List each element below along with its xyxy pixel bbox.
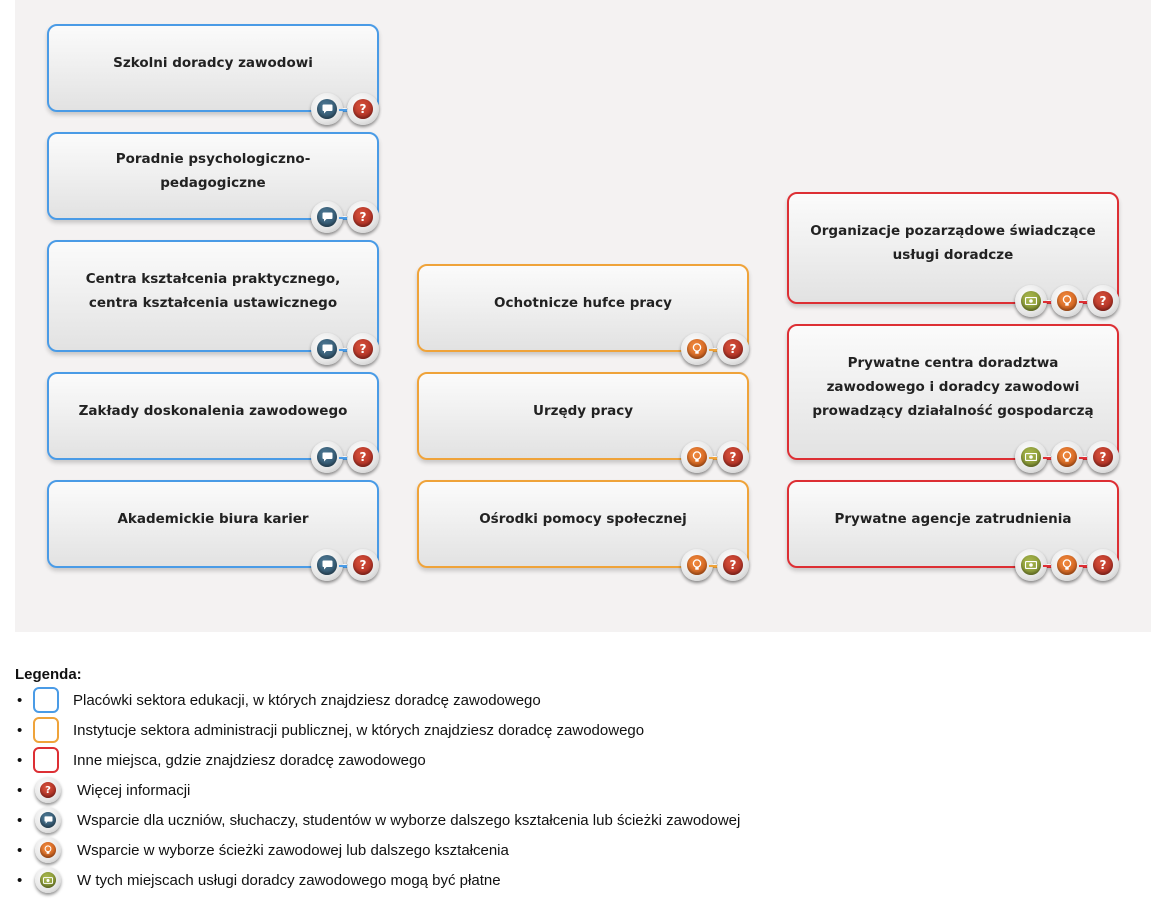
box-icons: ? <box>309 92 379 126</box>
question-icon[interactable]: ? <box>709 441 749 473</box>
legend-title: Legenda: <box>15 666 82 683</box>
icon-connector <box>1079 301 1087 303</box>
legend-text: W tych miejscach usługi doradcy zawodowe… <box>77 871 501 889</box>
box-icons: ? <box>309 332 379 366</box>
question-icon[interactable]: ? <box>339 201 379 233</box>
box-label: Ośrodki pomocy społecznej <box>479 511 687 527</box>
box-label: Zakłady doskonalenia zawodowego <box>78 403 348 419</box>
box-label: Centra kształcenia praktycznego, centra … <box>85 271 341 311</box>
box-label: Akademickie biura karier <box>117 511 309 527</box>
question-icon[interactable]: ? <box>709 333 749 365</box>
box-label: Poradnie psychologiczno-pedagogiczne <box>115 151 311 191</box>
legend-text: Więcej informacji <box>77 781 191 799</box>
box-label: Urzędy pracy <box>532 403 634 419</box>
question-icon[interactable]: ? <box>1079 549 1119 581</box>
box-label: Szkolni doradcy zawodowi <box>113 55 313 71</box>
box-icons: ? <box>309 440 379 474</box>
box-icons: ? <box>309 200 379 234</box>
box-zaklady-doskonalenia[interactable]: Zakłady doskonalenia zawodowego ? <box>47 372 379 473</box>
legend-text: Instytucje sektora administracji publicz… <box>73 721 645 739</box>
legend-item-student-support: Wsparcie dla uczniów, słuchaczy, student… <box>15 805 740 835</box>
legend-text: Inne miejsca, gdzie znajdziesz doradcę z… <box>73 751 426 769</box>
legend-text: Wsparcie dla uczniów, słuchaczy, student… <box>77 811 741 829</box>
legend-item-education: Placówki sektora edukacji, w których zna… <box>15 685 740 715</box>
legend-item-career-support: Wsparcie w wyborze ścieżki zawodowej lub… <box>15 835 740 865</box>
money-icon[interactable] <box>1015 441 1047 473</box>
question-icon: ? <box>35 777 61 803</box>
icon-connector <box>339 349 347 351</box>
lightbulb-icon[interactable] <box>1043 441 1083 473</box>
box-icons: ? <box>1013 548 1119 582</box>
box-organizacje-pozarzadowe[interactable]: Organizacje pozarządowe świadczące usług… <box>787 192 1119 317</box>
box-icons: ? <box>309 548 379 582</box>
legend-list: Placówki sektora edukacji, w których zna… <box>15 685 740 895</box>
box-icons: ? <box>1013 284 1119 318</box>
box-icons: ? <box>679 332 749 366</box>
icon-connector <box>1043 301 1051 303</box>
chat-icon[interactable] <box>311 333 343 365</box>
box-urzedy-pracy[interactable]: Urzędy pracy ? <box>417 372 749 473</box>
icon-connector <box>709 349 717 351</box>
lightbulb-icon[interactable] <box>681 549 713 581</box>
red-swatch-icon <box>33 747 59 773</box>
box-szkolni-doradcy[interactable]: Szkolni doradcy zawodowi ? <box>47 24 379 125</box>
lightbulb-icon <box>35 837 61 863</box>
legend-text: Wsparcie w wyborze ścieżki zawodowej lub… <box>77 841 509 859</box>
box-biura-karier[interactable]: Akademickie biura karier ? <box>47 480 379 581</box>
icon-connector <box>1079 565 1087 567</box>
question-icon[interactable]: ? <box>339 93 379 125</box>
question-icon[interactable]: ? <box>709 549 749 581</box>
chat-icon[interactable] <box>311 549 343 581</box>
money-icon[interactable] <box>1015 549 1047 581</box>
box-icons: ? <box>679 548 749 582</box>
lightbulb-icon[interactable] <box>681 441 713 473</box>
legend-item-other: Inne miejsca, gdzie znajdziesz doradcę z… <box>15 745 740 775</box>
icon-connector <box>339 565 347 567</box>
box-poradnie[interactable]: Poradnie psychologiczno-pedagogiczne ? <box>47 132 379 233</box>
box-label: Prywatne agencje zatrudnienia <box>834 511 1072 527</box>
chat-icon[interactable] <box>311 93 343 125</box>
box-label: Organizacje pozarządowe świadczące usług… <box>810 223 1096 263</box>
money-icon[interactable] <box>1015 285 1047 317</box>
icon-connector <box>1079 457 1087 459</box>
icon-connector <box>1043 457 1051 459</box>
question-icon[interactable]: ? <box>339 333 379 365</box>
question-icon[interactable]: ? <box>339 441 379 473</box>
box-osrodki-pomocy[interactable]: Ośrodki pomocy społecznej ? <box>417 480 749 581</box>
icon-connector <box>1043 565 1051 567</box>
box-prywatne-centra[interactable]: Prywatne centra doradztwa zawodowego i d… <box>787 324 1119 473</box>
box-label: Prywatne centra doradztwa zawodowego i d… <box>812 355 1094 419</box>
legend-text: Placówki sektora edukacji, w których zna… <box>73 691 541 709</box>
box-agencje-zatrudnienia[interactable]: Prywatne agencje zatrudnienia ? <box>787 480 1119 581</box>
diagram-panel: Szkolni doradcy zawodowi ? Poradnie psyc… <box>15 0 1151 632</box>
icon-connector <box>709 457 717 459</box>
legend-item-paid: W tych miejscach usługi doradcy zawodowe… <box>15 865 740 895</box>
icon-connector <box>709 565 717 567</box>
box-centra-ksztalcenia[interactable]: Centra kształcenia praktycznego, centra … <box>47 240 379 365</box>
question-icon[interactable]: ? <box>1079 441 1119 473</box>
blue-swatch-icon <box>33 687 59 713</box>
legend: Legenda: Placówki sektora edukacji, w kt… <box>15 666 740 895</box>
icon-connector <box>339 457 347 459</box>
chat-icon[interactable] <box>311 201 343 233</box>
legend-item-public-admin: Instytucje sektora administracji publicz… <box>15 715 740 745</box>
box-icons: ? <box>1013 440 1119 474</box>
question-icon[interactable]: ? <box>339 549 379 581</box>
legend-item-more-info: ? Więcej informacji <box>15 775 740 805</box>
box-label: Ochotnicze hufce pracy <box>494 295 672 311</box>
chat-icon <box>35 807 61 833</box>
lightbulb-icon[interactable] <box>1043 549 1083 581</box>
box-icons: ? <box>679 440 749 474</box>
chat-icon[interactable] <box>311 441 343 473</box>
lightbulb-icon[interactable] <box>1043 285 1083 317</box>
orange-swatch-icon <box>33 717 59 743</box>
icon-connector <box>339 109 347 111</box>
lightbulb-icon[interactable] <box>681 333 713 365</box>
question-icon[interactable]: ? <box>1079 285 1119 317</box>
money-icon <box>35 867 61 893</box>
box-ochotnicze-hufce[interactable]: Ochotnicze hufce pracy ? <box>417 264 749 365</box>
icon-connector <box>339 217 347 219</box>
